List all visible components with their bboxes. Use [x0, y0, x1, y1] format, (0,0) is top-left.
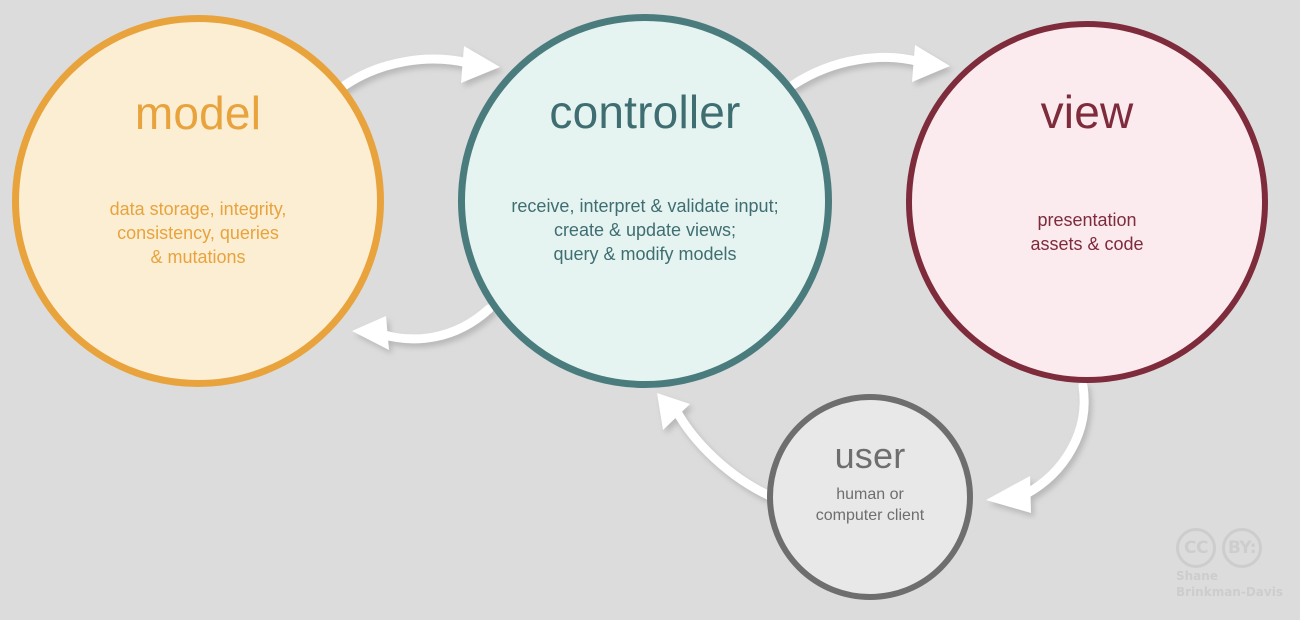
attribution-line-2: Brinkman-Davis [1176, 584, 1283, 599]
node-user-title: user [834, 435, 906, 476]
node-controller[interactable]: controller receive, interpret & validate… [458, 14, 832, 388]
node-model-description: data storage, integrity, consistency, qu… [109, 199, 287, 267]
attribution-line-1: Shane [1176, 569, 1218, 583]
node-view-title: view [1040, 86, 1134, 138]
node-user-description: human or computer client [815, 486, 925, 525]
node-controller-title: controller [549, 86, 741, 138]
arrow-view-to-user [986, 381, 1089, 513]
arrow-model-to-controller [336, 46, 500, 93]
cc-badge-group: CC BY: [1176, 528, 1288, 568]
creative-commons-watermark: CC BY: Shane Brinkman-Davis [1176, 528, 1288, 600]
arrow-controller-to-view [788, 45, 950, 90]
cc-icon: CC [1176, 528, 1216, 568]
node-user[interactable]: user human or computer client [767, 394, 973, 600]
arrow-controller-to-model [352, 304, 494, 350]
node-view-description: presentation assets & code [1030, 210, 1144, 254]
node-model-title: model [134, 87, 262, 139]
cc-by-icon: BY: [1222, 528, 1262, 568]
node-view[interactable]: view presentation assets & code [906, 21, 1268, 383]
arrow-user-to-controller [657, 393, 777, 502]
node-model[interactable]: model data storage, integrity, consisten… [12, 15, 384, 387]
node-controller-description: receive, interpret & validate input; cre… [511, 196, 779, 264]
